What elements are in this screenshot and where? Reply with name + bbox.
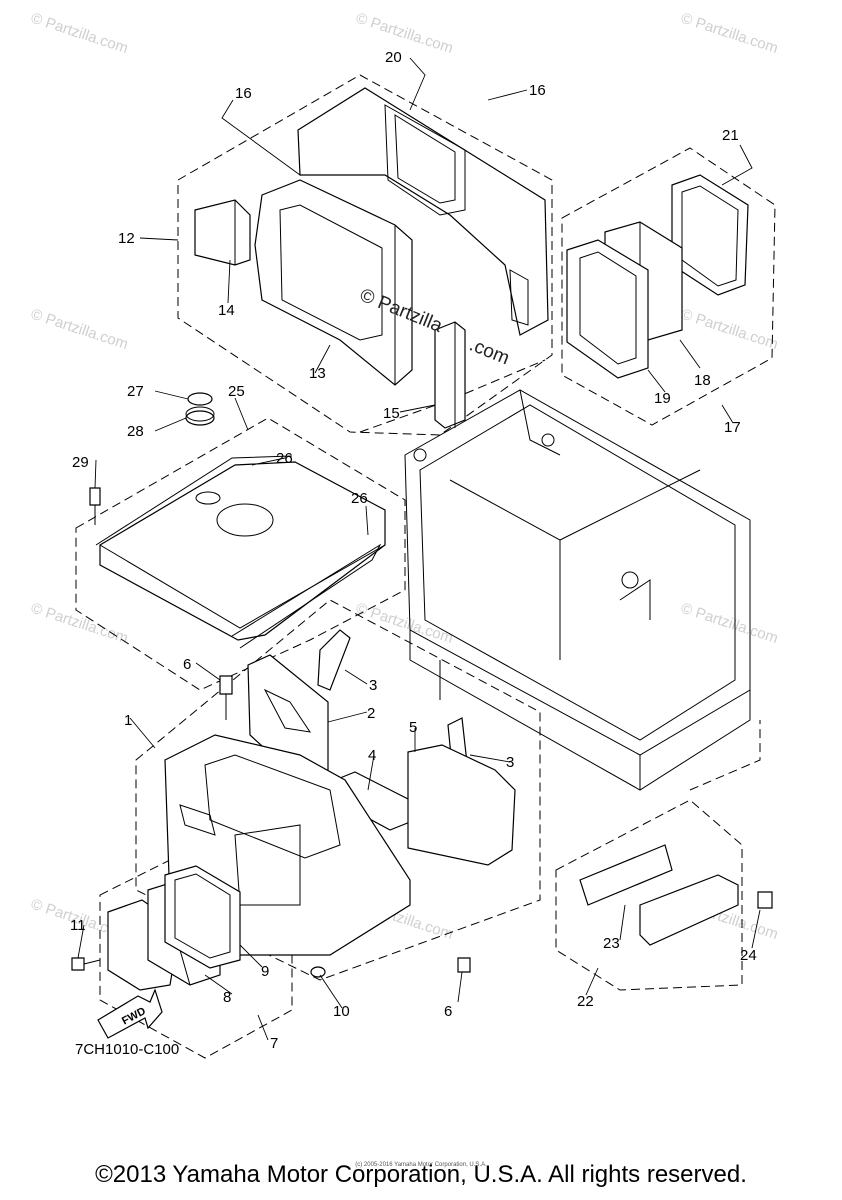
bolt-29: [89, 487, 101, 525]
callout-7: 7: [270, 1035, 278, 1052]
grommet-10: [310, 966, 326, 978]
callout-6: 6: [183, 656, 191, 673]
diagram-code: 7CH1010-C100: [75, 1041, 180, 1058]
watermark-text: © Partzilla.com: [29, 306, 130, 353]
watermark-text: © Partzilla.com: [29, 600, 130, 647]
bolt-24: [757, 891, 773, 909]
callout-16: 16: [235, 85, 252, 102]
group-outline-1: [135, 599, 541, 981]
callout-10: 10: [333, 1003, 350, 1020]
callout-26: 26: [351, 490, 368, 507]
callout-17: 17: [724, 419, 741, 436]
callout-23: 23: [603, 935, 620, 952]
watermark-text: © Partzilla.com: [354, 10, 455, 57]
group-outline-17: [561, 147, 776, 426]
filter-gasket-19: [566, 239, 649, 379]
top-cover-25: [99, 461, 386, 641]
callout-25: 25: [228, 383, 245, 400]
callout-2: 2: [367, 705, 375, 722]
callout-29: 29: [72, 454, 89, 471]
callout-9: 9: [261, 963, 269, 980]
bolt-6-bottom: [457, 957, 471, 973]
callout-22: 22: [577, 993, 594, 1010]
callout-13: 13: [309, 365, 326, 382]
callout-26: 26: [276, 450, 293, 467]
gasket-9: [164, 865, 241, 969]
callout-15: 15: [383, 405, 400, 422]
leader-lines: [77, 57, 761, 1041]
front-cover-13: [254, 179, 413, 386]
fwd-arrow: FWD: [97, 988, 163, 1039]
screw-11: [71, 957, 101, 971]
callout-3: 3: [369, 677, 377, 694]
group-outline-12: [177, 74, 553, 436]
callout-1: 1: [124, 712, 132, 729]
callout-18: 18: [694, 372, 711, 389]
rubber-trim-26: [95, 455, 382, 649]
callout-4: 4: [368, 747, 376, 764]
foam-strip-15: [434, 321, 466, 429]
center-watermark-text-2: .com: [466, 334, 512, 369]
callout-8: 8: [223, 989, 231, 1006]
frame-boundary-line: [359, 359, 546, 433]
grommet-28: [185, 406, 215, 426]
callout-6: 6: [444, 1003, 452, 1020]
watermark-text: © Partzilla.com: [29, 10, 130, 57]
watermark-text: © Partzilla.com: [679, 600, 780, 647]
foam-block-3a: [317, 629, 351, 691]
bracket-22: [639, 874, 739, 946]
watermark-text: © Partzilla.com: [354, 600, 455, 647]
callout-16: 16: [529, 82, 546, 99]
callout-20: 20: [385, 49, 402, 66]
panel-5: [407, 744, 516, 866]
vehicle-frame: [404, 389, 751, 791]
tiny-copyright: (c) 2005-2016 Yamaha Motor Corporation, …: [355, 1162, 487, 1168]
foam-block-14: [194, 199, 251, 266]
callout-5: 5: [409, 719, 417, 736]
cap-27: [187, 392, 213, 406]
callout-27: 27: [127, 383, 144, 400]
airbox-lid-21: [671, 174, 749, 296]
foam-pad-23: [579, 844, 673, 906]
callout-24: 24: [740, 947, 757, 964]
bolt-6-top: [219, 675, 233, 720]
callout-3: 3: [506, 754, 514, 771]
copyright-notice: ©2013 Yamaha Motor Corporation, U.S.A. A…: [95, 1161, 747, 1188]
callout-28: 28: [127, 423, 144, 440]
bracket-12: [297, 87, 549, 336]
watermark-text: © Partzilla.com: [679, 10, 780, 57]
callout-21: 21: [722, 127, 739, 144]
callout-19: 19: [654, 390, 671, 407]
callout-11: 11: [70, 917, 86, 934]
callout-layer: 1 2 3 3 4 5 6 6 7 8 9 10 11 12 13 14 15 …: [70, 49, 757, 1052]
watermark-text: © Partzilla.com: [679, 306, 780, 353]
frame-boundary-line-2: [689, 720, 761, 791]
callout-12: 12: [118, 230, 135, 247]
callout-14: 14: [218, 302, 235, 319]
